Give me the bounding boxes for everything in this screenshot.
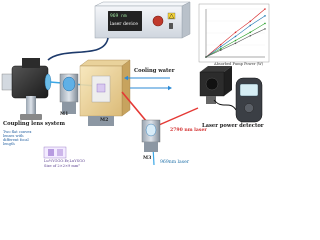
crystal-photo [43, 146, 67, 159]
crystal-holder [79, 59, 131, 126]
mirror-m1 [59, 73, 79, 114]
mirror-m3 [141, 119, 161, 152]
output-power-chart [198, 3, 270, 63]
chart-point [264, 22, 266, 25]
delivery-fiber [47, 37, 109, 61]
chart-point [234, 35, 237, 38]
power-detector-label: Laser power detector [202, 123, 264, 129]
chart-point [264, 15, 266, 17]
warning-label-icon [167, 12, 176, 20]
coupling-lens-label: Coupling lens system [3, 121, 65, 127]
diagram-stage: 969 nm laser device Coupling lens system… [1, 1, 270, 168]
m2-label: M2 [100, 118, 109, 123]
chart-point [234, 42, 237, 45]
chart-point [249, 24, 252, 27]
pump-969-label: 969nm laser [160, 160, 190, 165]
experiment-setup-drawing [1, 1, 270, 166]
power-meter-screen [239, 83, 259, 97]
m1-label: M1 [60, 112, 69, 117]
chart-point [249, 34, 252, 37]
chart-point [234, 39, 237, 42]
emergency-stop-icon[interactable] [152, 15, 164, 27]
cooling-water-label: Cooling water [134, 68, 175, 74]
chart-point [234, 31, 237, 34]
chart-point [219, 49, 222, 51]
crystal-name-label: Lu½YGGO:Er,LuYSGO [44, 159, 85, 163]
chart-point [249, 31, 252, 34]
chart-point [219, 43, 222, 46]
chart-point [264, 8, 266, 10]
chart-point [249, 20, 252, 23]
crystal-size-label: Size of 2×2×9 mm³ [44, 164, 80, 168]
fiber-note-label: Two flat convex lenses with different fo… [3, 130, 32, 146]
m3-label: M3 [143, 156, 152, 161]
key-switch-icon[interactable] [169, 23, 173, 29]
laser-2790-label: 2790 nm laser [170, 128, 207, 133]
chart-point [264, 28, 266, 30]
crystal-icon [96, 83, 106, 93]
chart-point [219, 47, 222, 50]
device-display-value: 969 nm [110, 14, 127, 19]
power-meter-knob-icon[interactable] [244, 103, 254, 113]
laser-device [94, 1, 191, 39]
chart-point [205, 56, 207, 58]
power-meter [235, 77, 263, 123]
power-detector-head [199, 66, 237, 111]
coupling-lens-system [1, 58, 52, 120]
device-name: laser device [110, 22, 138, 27]
chart-point [219, 45, 222, 48]
device-display-screen [108, 11, 142, 31]
chart-xlabel: Absorbed Pump Power (W) [214, 62, 264, 66]
